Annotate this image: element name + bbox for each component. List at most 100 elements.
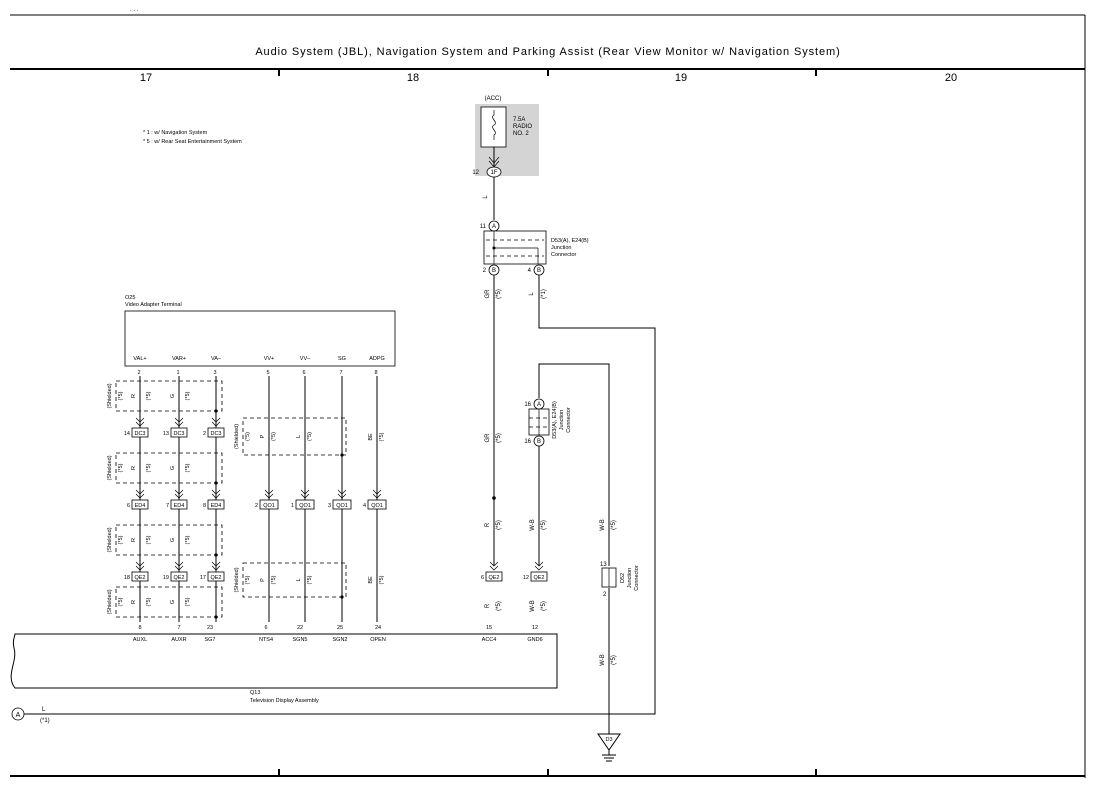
shield-box: (Shielded) (*5) (107, 524, 223, 557)
shield-box: (Shielded)(*5) (234, 417, 347, 457)
wire-tag: (*5) (496, 289, 502, 299)
jc3-label: D52 (620, 573, 626, 583)
wire-color: W-B (600, 654, 606, 666)
wire-tag: (*5) (146, 463, 152, 472)
jc1-r-pin: 4 (528, 268, 532, 274)
wire-tag: (*5) (611, 520, 617, 530)
shield-label: (Shielded) (107, 527, 113, 552)
display-pin-number: 25 (337, 625, 343, 631)
wire-color: R (485, 603, 491, 608)
offpage-wire-color: L (42, 707, 46, 713)
inline-connector: QE2 18 (124, 561, 149, 582)
wire-tag: (*5) (185, 391, 191, 400)
wire-tag: (*5) (185, 463, 191, 472)
video-adapter-terminal (124, 310, 396, 367)
wire-color: R (131, 394, 137, 398)
video-adapter-pin-number: 7 (339, 370, 342, 376)
connector-pin: 18 (124, 575, 130, 581)
connector-name: QO1 (371, 503, 383, 509)
fuse-block: (ACC) 7.5A RADIO NO. 2 1F 12 (472, 96, 539, 178)
wire-tag: (*5) (118, 597, 124, 606)
wire-tag: (*5) (496, 520, 502, 530)
wire-tag: (*5) (541, 601, 547, 611)
connector-name: QO1 (299, 503, 311, 509)
wire-tag: (*5) (118, 463, 124, 472)
connector-name: QE2 (488, 575, 499, 581)
inline-connector: QE2 6 (481, 561, 503, 582)
connector-pin: 17 (200, 575, 206, 581)
fuse-name1: RADIO (513, 124, 532, 130)
jc2-top-tag: A (537, 402, 541, 408)
jc1-in-tag: A (492, 224, 496, 230)
diagram-title: Audio System (JBL), Navigation System an… (255, 46, 840, 58)
display-pin-label: GND6 (527, 637, 542, 643)
wire-tag: (*5) (245, 432, 251, 441)
inline-connector: QO1 1 (291, 489, 315, 510)
wire-color: R (131, 538, 137, 542)
ground-label: D3 (605, 737, 612, 743)
television-display-assembly (10, 633, 558, 689)
column-number: 19 (675, 72, 687, 84)
jc2-bot-tag: B (537, 439, 541, 445)
display-pin-number: 7 (177, 625, 180, 631)
jc2-label-3: Connector (566, 407, 572, 433)
note-nav: * 1 : w/ Navigation System (143, 130, 208, 136)
corner-marks: . . . (130, 7, 139, 13)
display-pin-number: 22 (297, 625, 303, 631)
video-adapter-pin-number: 6 (302, 370, 305, 376)
wire-tag: (*5) (146, 535, 152, 544)
connector-pin: 8 (203, 503, 206, 509)
wire-color: G (170, 394, 176, 398)
connector-name: DC3 (173, 431, 184, 437)
jc1-l-pin: 2 (483, 268, 487, 274)
shield-label: (Shielded) (107, 589, 113, 614)
wire-color: P (260, 578, 266, 582)
wire-tag: (*5) (496, 433, 502, 443)
wire-tag: (*5) (245, 575, 251, 584)
connector-name: ED4 (135, 503, 146, 509)
connector-pin: 13 (163, 431, 169, 437)
jc2-label-2: Junction (559, 410, 565, 431)
display-pin-number: 12 (532, 625, 538, 631)
video-adapter-pin-number: 1 (176, 370, 179, 376)
display-name: Television Display Assembly (250, 698, 319, 704)
connector-pin: 12 (523, 575, 529, 581)
wire-tag: (*5) (118, 535, 124, 544)
video-adapter-pin-label: VV– (300, 356, 311, 362)
offpage-wire-note: (*1) (40, 718, 50, 724)
fuse-pin: 12 (472, 170, 479, 176)
connector-pin: 6 (481, 575, 484, 581)
wire-color: L (483, 195, 489, 199)
wire-tag: (*5) (185, 597, 191, 606)
display-code: Q13 (250, 690, 260, 696)
connector-pin: 2 (203, 431, 206, 437)
jc3-top-pin: 13 (600, 562, 607, 568)
shield-box: (Shielded)(*5) (107, 452, 223, 485)
frame (10, 14, 1086, 778)
jc1-label-2: Junction (551, 245, 572, 251)
connector-pin: 14 (124, 431, 130, 437)
wire-color: L (296, 435, 302, 438)
connector-pin: 1 (291, 503, 294, 509)
jc3-label-3: Connector (634, 565, 640, 591)
display-pin-label: OPEN (370, 637, 386, 643)
connector-name: QO1 (336, 503, 348, 509)
video-adapter-pin-number: 2 (137, 370, 140, 376)
connector-pin: 7 (166, 503, 169, 509)
wire-tag: (*5) (379, 432, 385, 441)
wire-color: L (296, 578, 302, 581)
video-adapter-pin-label: VA– (211, 356, 222, 362)
wire-color: W-B (530, 519, 536, 531)
connector-name: QE2 (134, 575, 145, 581)
wire-color: W-B (600, 519, 606, 531)
jc1-in-pin: 11 (480, 224, 487, 230)
video-adapter-pin-number: 5 (266, 370, 269, 376)
jc1-label-1: D53(A), E24(B) (551, 238, 589, 244)
column-number: 17 (140, 72, 152, 84)
video-adapter-name: Video Adapter Terminal (125, 302, 182, 308)
wire-tag: (*5) (611, 655, 617, 665)
jc2-bot-pin: 16 (524, 439, 531, 445)
